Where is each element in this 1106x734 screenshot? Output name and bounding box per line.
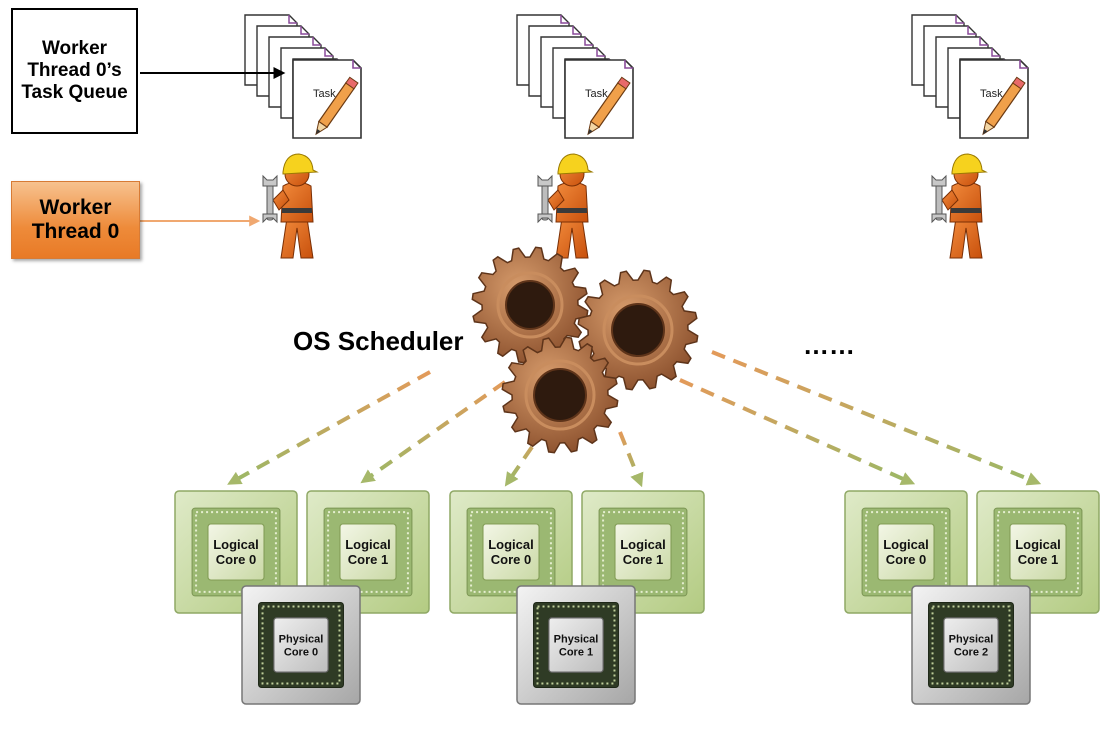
core-label: Core 1 <box>1018 552 1058 567</box>
core-label: Core 0 <box>886 552 926 567</box>
dispatch-arrow <box>227 370 431 485</box>
wrench-icon <box>931 174 947 224</box>
worker-threads <box>262 153 988 259</box>
task-queue-label: Worker Thread 0’s Task Queue <box>11 8 138 134</box>
worker-thread-label: Worker Thread 0 <box>11 181 140 259</box>
os-scheduler-label: OS Scheduler <box>293 326 464 356</box>
core-label: Physical <box>279 633 324 645</box>
worker-icon <box>931 153 988 259</box>
wrench-icon <box>537 174 553 224</box>
pencil-icon <box>982 76 1026 136</box>
core-label: Logical <box>213 537 259 552</box>
gear-icon <box>471 246 589 364</box>
worker-icon <box>262 153 319 259</box>
core-label: Core 0 <box>491 552 531 567</box>
gear-icon <box>577 269 699 391</box>
core-label: Logical <box>345 537 391 552</box>
worker-icon <box>537 153 594 259</box>
gears-icon <box>471 246 699 454</box>
core-label: Physical <box>949 633 994 645</box>
task-queue-icon: Task <box>244 14 362 139</box>
wrench-icon <box>262 174 278 224</box>
task-sheet-label: Task <box>313 88 336 100</box>
dispatch-arrow <box>618 431 644 488</box>
core-label: Core 1 <box>559 646 593 658</box>
task-sheet-label: Task <box>980 88 1003 100</box>
core-label: Core 0 <box>284 646 318 658</box>
task-queue-icon: Task <box>516 14 634 139</box>
dispatch-arrow <box>679 378 916 485</box>
pencil-icon <box>587 76 631 136</box>
gear-icon <box>501 336 619 454</box>
core-label: Logical <box>883 537 929 552</box>
task-sheet-label: Task <box>585 88 608 100</box>
task-queue-icon: Task <box>911 14 1029 139</box>
core-label: Logical <box>1015 537 1061 552</box>
core-label: Core 1 <box>623 552 663 567</box>
ellipsis-label: …… <box>803 330 855 360</box>
core-label: Core 2 <box>954 646 988 658</box>
task-queues: Task Task Task <box>244 14 1029 139</box>
core-label: Core 0 <box>216 552 256 567</box>
core-label: Core 1 <box>348 552 388 567</box>
core-label: Logical <box>620 537 666 552</box>
core-label: Physical <box>554 633 599 645</box>
pencil-icon <box>315 76 359 136</box>
core-label: Logical <box>488 537 534 552</box>
dispatch-arrow <box>711 350 1042 486</box>
dispatch-arrow <box>360 380 507 484</box>
